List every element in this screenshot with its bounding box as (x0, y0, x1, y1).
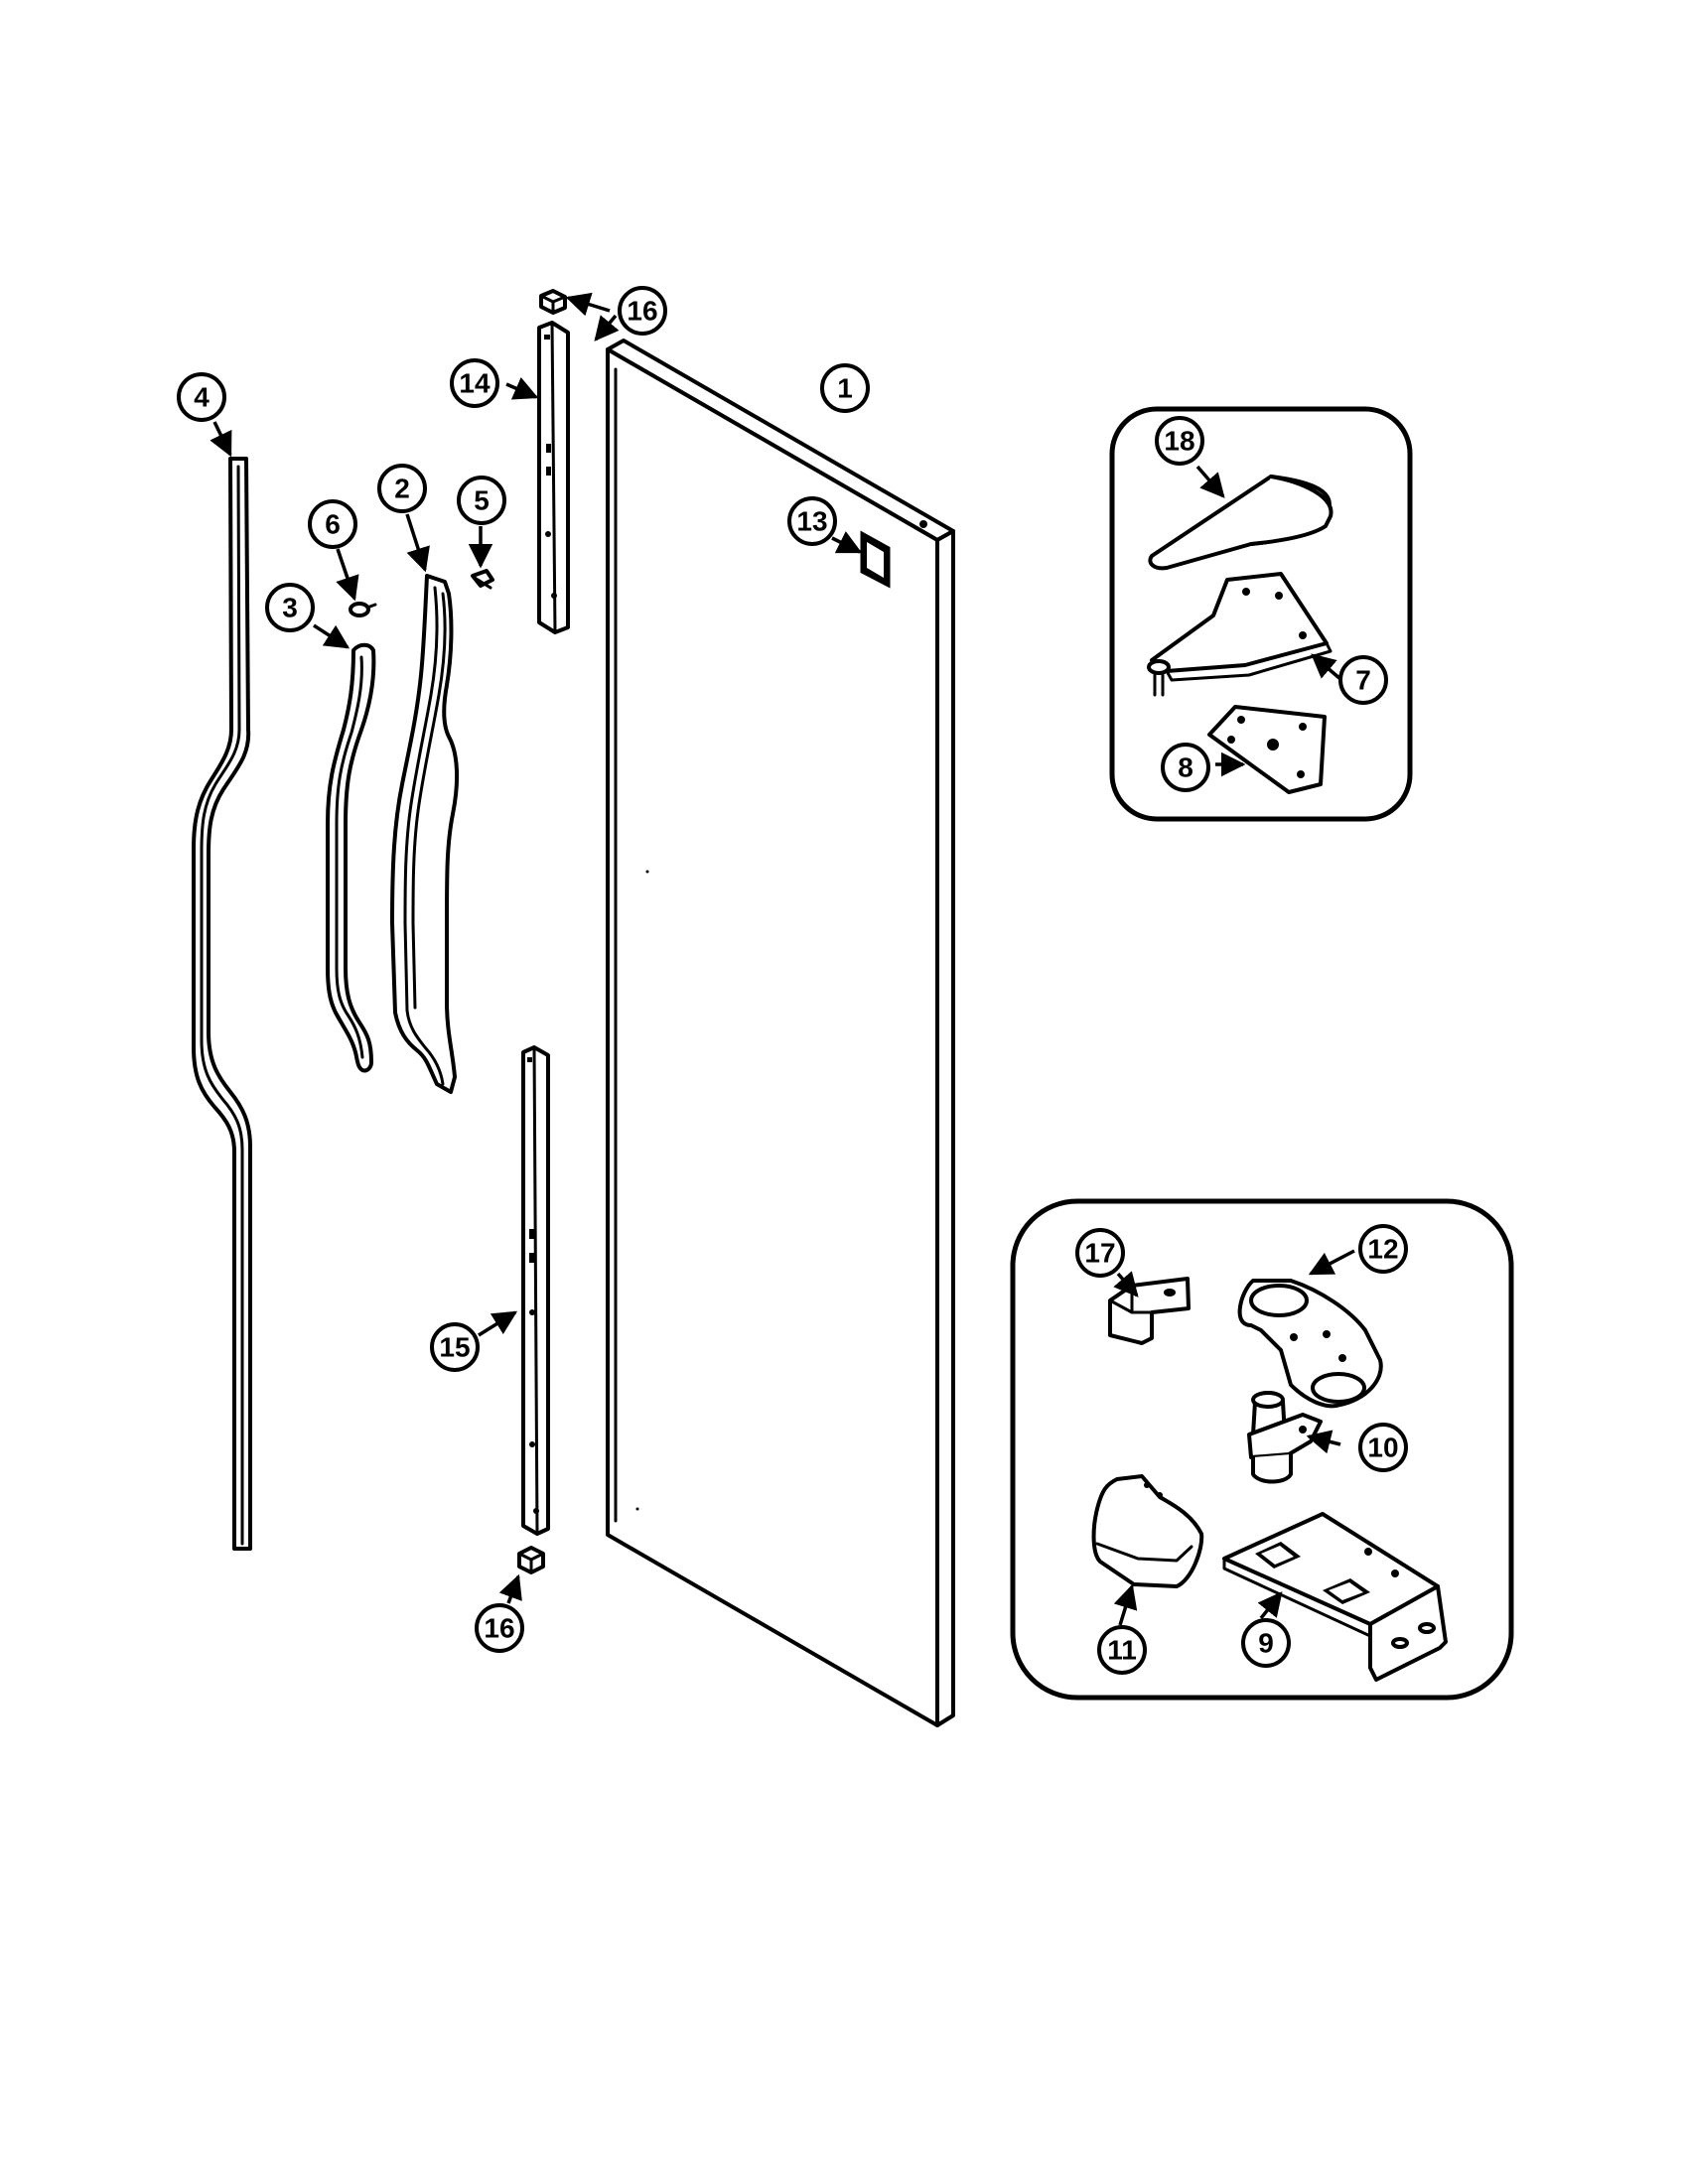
hinge-pin (1247, 1391, 1323, 1484)
leader-13 (831, 531, 863, 554)
leader-7 (1311, 653, 1342, 681)
callout-3: 3 (265, 583, 315, 632)
svg-text:6: 6 (325, 509, 341, 540)
callout-11: 11 (1097, 1625, 1147, 1675)
callout-16-top: 16 (618, 286, 667, 336)
svg-text:16: 16 (627, 296, 657, 327)
door-label-plate (860, 530, 891, 589)
svg-text:5: 5 (474, 485, 490, 516)
handle-screw (349, 602, 377, 617)
leader-18 (1195, 465, 1225, 498)
callout-10: 10 (1358, 1423, 1408, 1472)
long-door-handle (192, 457, 252, 1551)
callout-13: 13 (787, 496, 837, 546)
bottom-trim-strip (521, 1045, 550, 1536)
callout-2: 2 (377, 464, 427, 513)
callout-15: 15 (430, 1322, 480, 1372)
svg-text:11: 11 (1107, 1635, 1137, 1666)
callout-7: 7 (1338, 655, 1388, 705)
leader-16-bottom (498, 1573, 522, 1604)
svg-text:8: 8 (1178, 752, 1193, 783)
leader-17 (1113, 1271, 1139, 1297)
lower-hinge-bracket (1237, 1279, 1383, 1409)
svg-text:12: 12 (1367, 1234, 1398, 1265)
hinge-base-plate (1222, 1512, 1448, 1682)
leader-15 (478, 1310, 518, 1337)
leader-2 (405, 513, 430, 573)
svg-text:4: 4 (194, 382, 210, 413)
leader-10 (1306, 1430, 1341, 1454)
handle-body (390, 574, 460, 1094)
leader-3 (313, 623, 351, 649)
leader-11 (1113, 1583, 1138, 1626)
leader-lines (210, 292, 1355, 1626)
callout-12: 12 (1358, 1224, 1408, 1274)
hinge-cover (1148, 475, 1333, 571)
door-panel (606, 339, 955, 1727)
svg-text:17: 17 (1084, 1238, 1115, 1269)
svg-text:9: 9 (1258, 1628, 1274, 1659)
leader-12 (1308, 1249, 1355, 1276)
leader-9 (1257, 1591, 1283, 1620)
svg-text:16: 16 (484, 1613, 514, 1644)
callout-16-bottom: 16 (475, 1603, 524, 1653)
svg-text:10: 10 (1367, 1433, 1398, 1463)
hinge-plate (1207, 705, 1327, 794)
leader-14 (505, 376, 539, 400)
svg-text:15: 15 (439, 1332, 470, 1363)
callout-18: 18 (1155, 416, 1204, 466)
bottom-plug (517, 1546, 545, 1574)
svg-text:2: 2 (394, 474, 410, 504)
svg-text:3: 3 (282, 593, 298, 623)
leader-1 (594, 314, 620, 341)
upper-hinge (1147, 572, 1333, 697)
callout-8: 8 (1161, 743, 1210, 792)
svg-text:14: 14 (459, 368, 491, 399)
callout-17: 17 (1075, 1228, 1125, 1278)
bottom-hinge-cover (1091, 1474, 1204, 1588)
callout-6: 6 (308, 499, 357, 549)
callout-9: 9 (1241, 1618, 1291, 1668)
mounting-screw (471, 569, 494, 590)
svg-text:13: 13 (796, 506, 827, 537)
svg-text:18: 18 (1164, 426, 1194, 457)
handle-trim (326, 642, 376, 1073)
callout-4: 4 (177, 372, 226, 422)
callout-5: 5 (457, 476, 506, 525)
top-plug (539, 289, 567, 315)
top-trim-strip (537, 321, 570, 634)
svg-text:7: 7 (1355, 665, 1371, 696)
leader-16-top (565, 292, 611, 317)
svg-text:1: 1 (837, 373, 853, 404)
callout-14: 14 (450, 358, 499, 408)
callout-1: 1 (820, 363, 870, 413)
leader-4 (210, 421, 232, 458)
leader-6 (336, 548, 359, 602)
